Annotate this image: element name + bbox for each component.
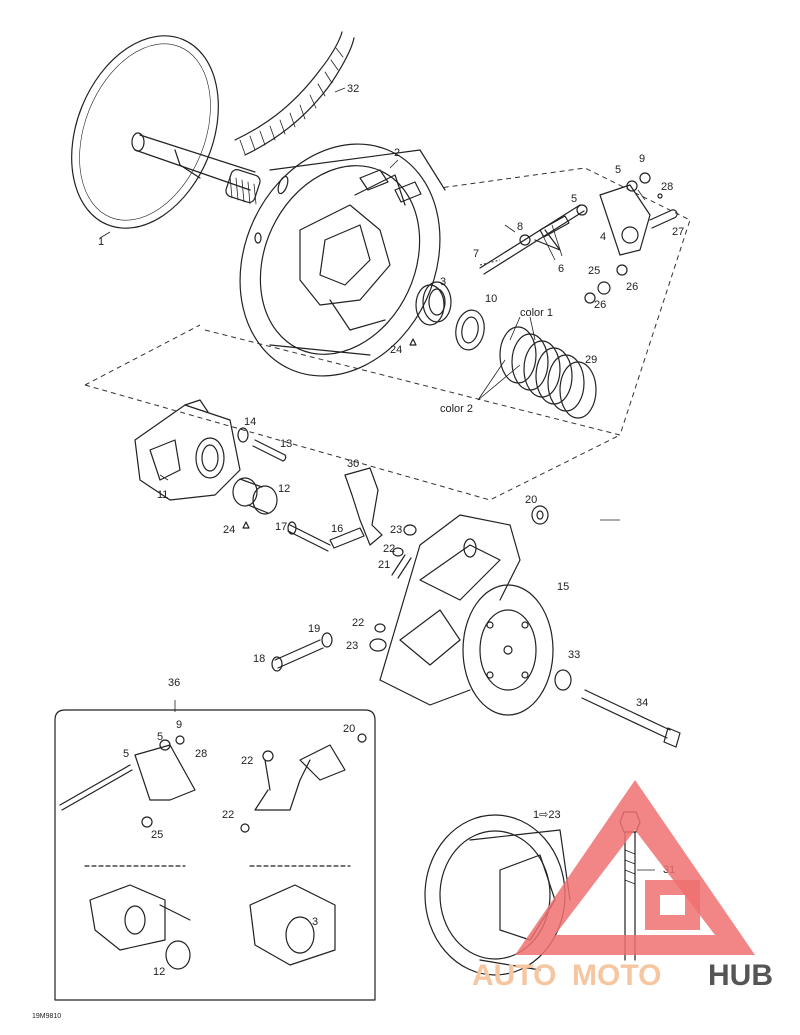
label-25: 25 xyxy=(588,265,600,277)
inset-label-28: 28 xyxy=(195,748,207,760)
label-11: 11 xyxy=(157,489,168,501)
drive-belt-part xyxy=(234,31,355,156)
label-14: 14 xyxy=(244,416,256,428)
label-30: 30 xyxy=(347,458,359,470)
label-1: 1 xyxy=(98,236,104,248)
nut-marker-24a xyxy=(409,338,417,346)
label-17: 17 xyxy=(275,521,287,533)
cam-arm-part-30 xyxy=(344,467,383,546)
label-18: 18 xyxy=(253,653,265,665)
label-20: 20 xyxy=(525,494,537,506)
inset-label-25: 25 xyxy=(151,829,163,841)
label-9: 9 xyxy=(639,153,645,165)
bolt-part-34 xyxy=(581,689,681,748)
fixed-sheave-part xyxy=(71,35,261,229)
label-4: 4 xyxy=(600,231,606,243)
label-19: 19 xyxy=(308,623,320,635)
label-8: 8 xyxy=(517,221,523,233)
seal-part-10 xyxy=(455,309,485,351)
watermark-text-moto: MOTO xyxy=(572,959,661,992)
label-color-1: color 1 xyxy=(520,307,553,319)
bushing-part-3 xyxy=(415,281,452,326)
label-23b: 23 xyxy=(346,640,358,652)
bolt-part-17 xyxy=(287,521,331,552)
label-26a: 26 xyxy=(626,281,638,293)
label-3: 3 xyxy=(440,276,446,288)
nut-part-20 xyxy=(531,505,549,525)
roller-part-23 xyxy=(369,524,417,652)
inset-label-20: 20 xyxy=(343,723,355,735)
inset-label-5b: 5 xyxy=(123,748,129,760)
washer-part-33 xyxy=(554,669,572,691)
label-23a: 23 xyxy=(390,524,402,536)
label-36: 36 xyxy=(168,677,180,689)
label-13: 13 xyxy=(280,438,292,450)
leader-7 xyxy=(479,259,501,266)
nut-marker-24b xyxy=(242,521,250,529)
inset-label-22b: 22 xyxy=(222,809,234,821)
label-33: 33 xyxy=(568,649,580,661)
washer-part-22 xyxy=(374,547,404,633)
inset-label-3: 3 xyxy=(312,916,318,928)
dashed-outline-upper xyxy=(204,167,691,436)
inset-label-5a: 5 xyxy=(157,731,163,743)
label-28: 28 xyxy=(661,181,673,193)
inset-label-9: 9 xyxy=(176,719,182,731)
ref-label-1-23: 1⇨23 xyxy=(533,809,561,821)
spring-part-29 xyxy=(499,326,597,419)
watermark-logo: AUTO MOTO HUB xyxy=(472,780,773,992)
dashed-outline-lower xyxy=(84,324,621,501)
watermark-text-auto: AUTO xyxy=(472,959,556,992)
inset-label-12: 12 xyxy=(153,966,165,978)
bushing-part-12 xyxy=(232,477,278,515)
label-2: 2 xyxy=(394,147,400,159)
label-22a: 22 xyxy=(383,543,395,555)
label-5a: 5 xyxy=(615,164,621,176)
label-12: 12 xyxy=(278,483,290,495)
bolt-part-18 xyxy=(271,639,324,672)
pin-part-21 xyxy=(391,554,412,579)
washer-part-14 xyxy=(237,427,249,443)
label-15: 15 xyxy=(557,581,569,593)
label-5b: 5 xyxy=(571,193,577,205)
label-32: 32 xyxy=(347,83,359,95)
label-22b: 22 xyxy=(352,617,364,629)
label-6: 6 xyxy=(558,263,564,275)
label-color-2: color 2 xyxy=(440,403,473,415)
inset-label-22a: 22 xyxy=(241,755,253,767)
label-16: 16 xyxy=(331,523,343,535)
watermark-text-hub: HUB xyxy=(708,959,773,992)
label-7: 7 xyxy=(473,248,479,260)
governor-cup-part-15 xyxy=(379,514,554,716)
inset-36-group xyxy=(54,709,376,1001)
drawing-code: 19M9810 xyxy=(32,1013,61,1020)
label-24b: 24 xyxy=(223,524,235,536)
spider-part-11 xyxy=(134,399,241,501)
shaft-part-16 xyxy=(329,527,365,549)
label-24a: 24 xyxy=(390,344,402,356)
label-34: 34 xyxy=(636,697,648,709)
movable-sheave-part xyxy=(239,143,446,377)
roller-arm-assembly xyxy=(479,172,678,304)
label-21: 21 xyxy=(378,559,390,571)
label-29: 29 xyxy=(585,354,597,366)
screw-part-13 xyxy=(252,439,287,462)
label-10: 10 xyxy=(485,293,497,305)
label-26b: 26 xyxy=(594,299,606,311)
washer-part-19 xyxy=(321,632,333,648)
label-27: 27 xyxy=(672,226,684,238)
